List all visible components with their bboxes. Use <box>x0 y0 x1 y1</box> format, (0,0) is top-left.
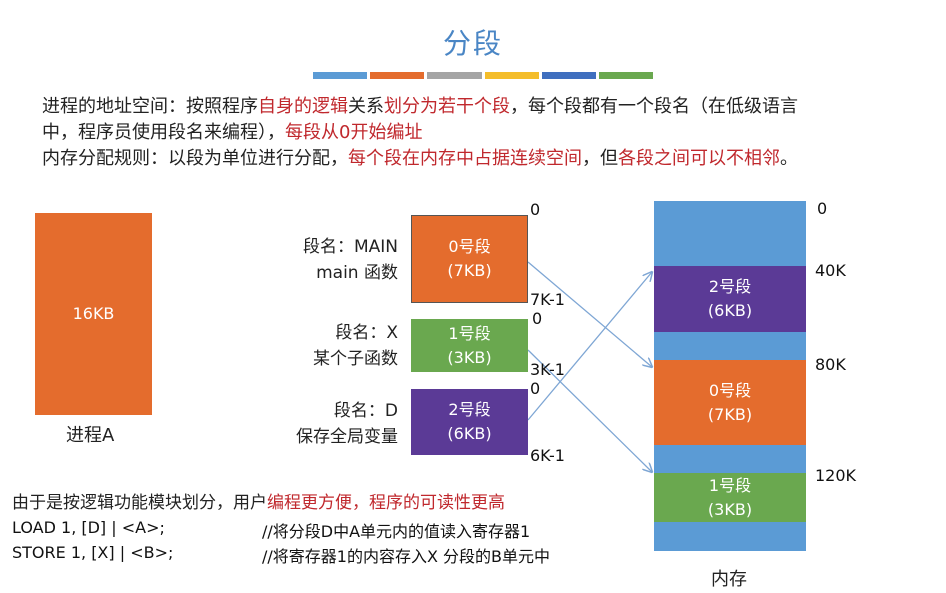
segment-name-line: 某个子函数 <box>313 349 398 369</box>
segment-name-line: 段名：X <box>335 323 398 343</box>
arrow-seg2-to-memory <box>527 272 652 421</box>
arrow-seg1-to-memory <box>527 349 652 472</box>
arrow-seg0-to-memory <box>527 261 652 367</box>
highlight-text: 每段从0开始编址 <box>285 122 423 143</box>
segment-0-name: 段名：MAIN main 函数 <box>250 234 398 286</box>
highlight-text: 每个段在内存中占据连续空间 <box>348 148 582 169</box>
color-bar-segment <box>313 72 368 79</box>
color-bar-segment <box>370 72 425 79</box>
intro-line-3: 内存分配规则：以段为单位进行分配，每个段在内存中占据连续空间，但各段之间可以不相… <box>42 146 798 172</box>
highlight-text: 划分为若干个段 <box>384 96 510 117</box>
load-instruction: LOAD 1, [D] | <A>; <box>12 518 165 537</box>
text-run: ，每个段都有一个段名（在低级语言 <box>510 96 798 117</box>
load-comment: //将分段D中A单元内的值读入寄存器1 <box>262 522 531 541</box>
memory-address-0: 0 <box>817 199 828 218</box>
segment-2-start-address: 0 <box>530 379 541 398</box>
memory-block-segment-0: 0号段 (7KB) <box>654 360 806 445</box>
memory-block-segment-1: 1号段 (3KB) <box>654 473 806 522</box>
segment-title: 0号段 <box>448 237 491 256</box>
text-run: 。 <box>780 148 798 169</box>
segment-0-end-address: 7K-1 <box>530 290 565 309</box>
segment-name-line: 段名：D <box>333 401 398 421</box>
segment-name-line: main 函数 <box>316 263 398 283</box>
memory-block-title: 2号段 <box>708 277 752 296</box>
highlight-text: 各段之间可以不相邻 <box>618 148 780 169</box>
segment-0-start-address: 0 <box>530 200 541 219</box>
color-bar-segment <box>484 72 539 79</box>
segment-title: 1号段 <box>448 323 491 343</box>
segment-name-line: 段名：MAIN <box>302 237 398 257</box>
text-run: 进程的地址空间：按照程序 <box>42 96 258 117</box>
segment-1-end-address: 3K-1 <box>530 360 565 379</box>
store-comment: //将寄存器1的内容存入X 分段的B单元中 <box>262 547 550 566</box>
memory-address-40k: 40K <box>815 261 846 280</box>
segment-1-block: 1号段 (3KB) <box>411 319 528 372</box>
memory-block-size: (7KB) <box>707 404 753 424</box>
segment-name-line: 保存全局变量 <box>296 427 398 447</box>
process-a-label: 进程A <box>66 425 115 446</box>
color-bar-segment <box>598 72 654 79</box>
color-bar-segment <box>541 72 596 79</box>
memory-block-size: (6KB) <box>707 301 753 320</box>
text-run: 关系 <box>348 96 384 117</box>
segment-size: (3KB) <box>447 347 492 367</box>
color-bar-segment <box>427 72 482 79</box>
memory-address-80k: 80K <box>815 355 846 374</box>
memory-block-title: 0号段 <box>708 380 752 400</box>
footer-summary: 由于是按逻辑功能模块划分，用户编程更方便，程序的可读性更高 <box>12 490 505 516</box>
highlight-text: 自身的逻辑 <box>258 96 348 117</box>
text-run: 由于是按逻辑功能模块划分，用户 <box>12 493 267 513</box>
text-run: 内存分配规则：以段为单位进行分配， <box>42 148 348 169</box>
memory-address-120k: 120K <box>815 466 857 485</box>
memory-block-size: (3KB) <box>707 499 753 519</box>
title-color-bar <box>313 72 654 79</box>
memory-block-segment-2: 2号段 (6KB) <box>654 266 806 332</box>
segment-title: 2号段 <box>448 400 491 419</box>
text-run: 中，程序员使用段名来编程）， <box>42 122 285 143</box>
memory-label: 内存 <box>711 569 747 590</box>
text-run: ，但 <box>582 148 618 169</box>
intro-line-1: 进程的地址空间：按照程序自身的逻辑关系划分为若干个段，每个段都有一个段名（在低级… <box>42 94 798 120</box>
segment-2-block: 2号段 (6KB) <box>411 389 528 455</box>
process-size: 16KB <box>72 304 115 323</box>
store-instruction: STORE 1, [X] | <B>; <box>12 543 174 562</box>
segment-0-block: 0号段 (7KB) <box>411 215 528 303</box>
segment-2-name: 段名：D 保存全局变量 <box>250 398 398 450</box>
process-a-block: 16KB <box>35 213 152 415</box>
segment-1-name: 段名：X 某个子函数 <box>250 320 398 372</box>
segment-size: (7KB) <box>447 261 492 280</box>
segment-size: (6KB) <box>447 424 492 443</box>
segment-2-end-address: 6K-1 <box>530 446 565 465</box>
highlight-text: 编程更方便，程序的可读性更高 <box>267 493 505 513</box>
segment-1-start-address: 0 <box>532 309 543 328</box>
page-title: 分段 <box>442 27 503 60</box>
intro-line-2: 中，程序员使用段名来编程），每段从0开始编址 <box>42 120 422 146</box>
memory-block-title: 1号段 <box>708 475 752 495</box>
